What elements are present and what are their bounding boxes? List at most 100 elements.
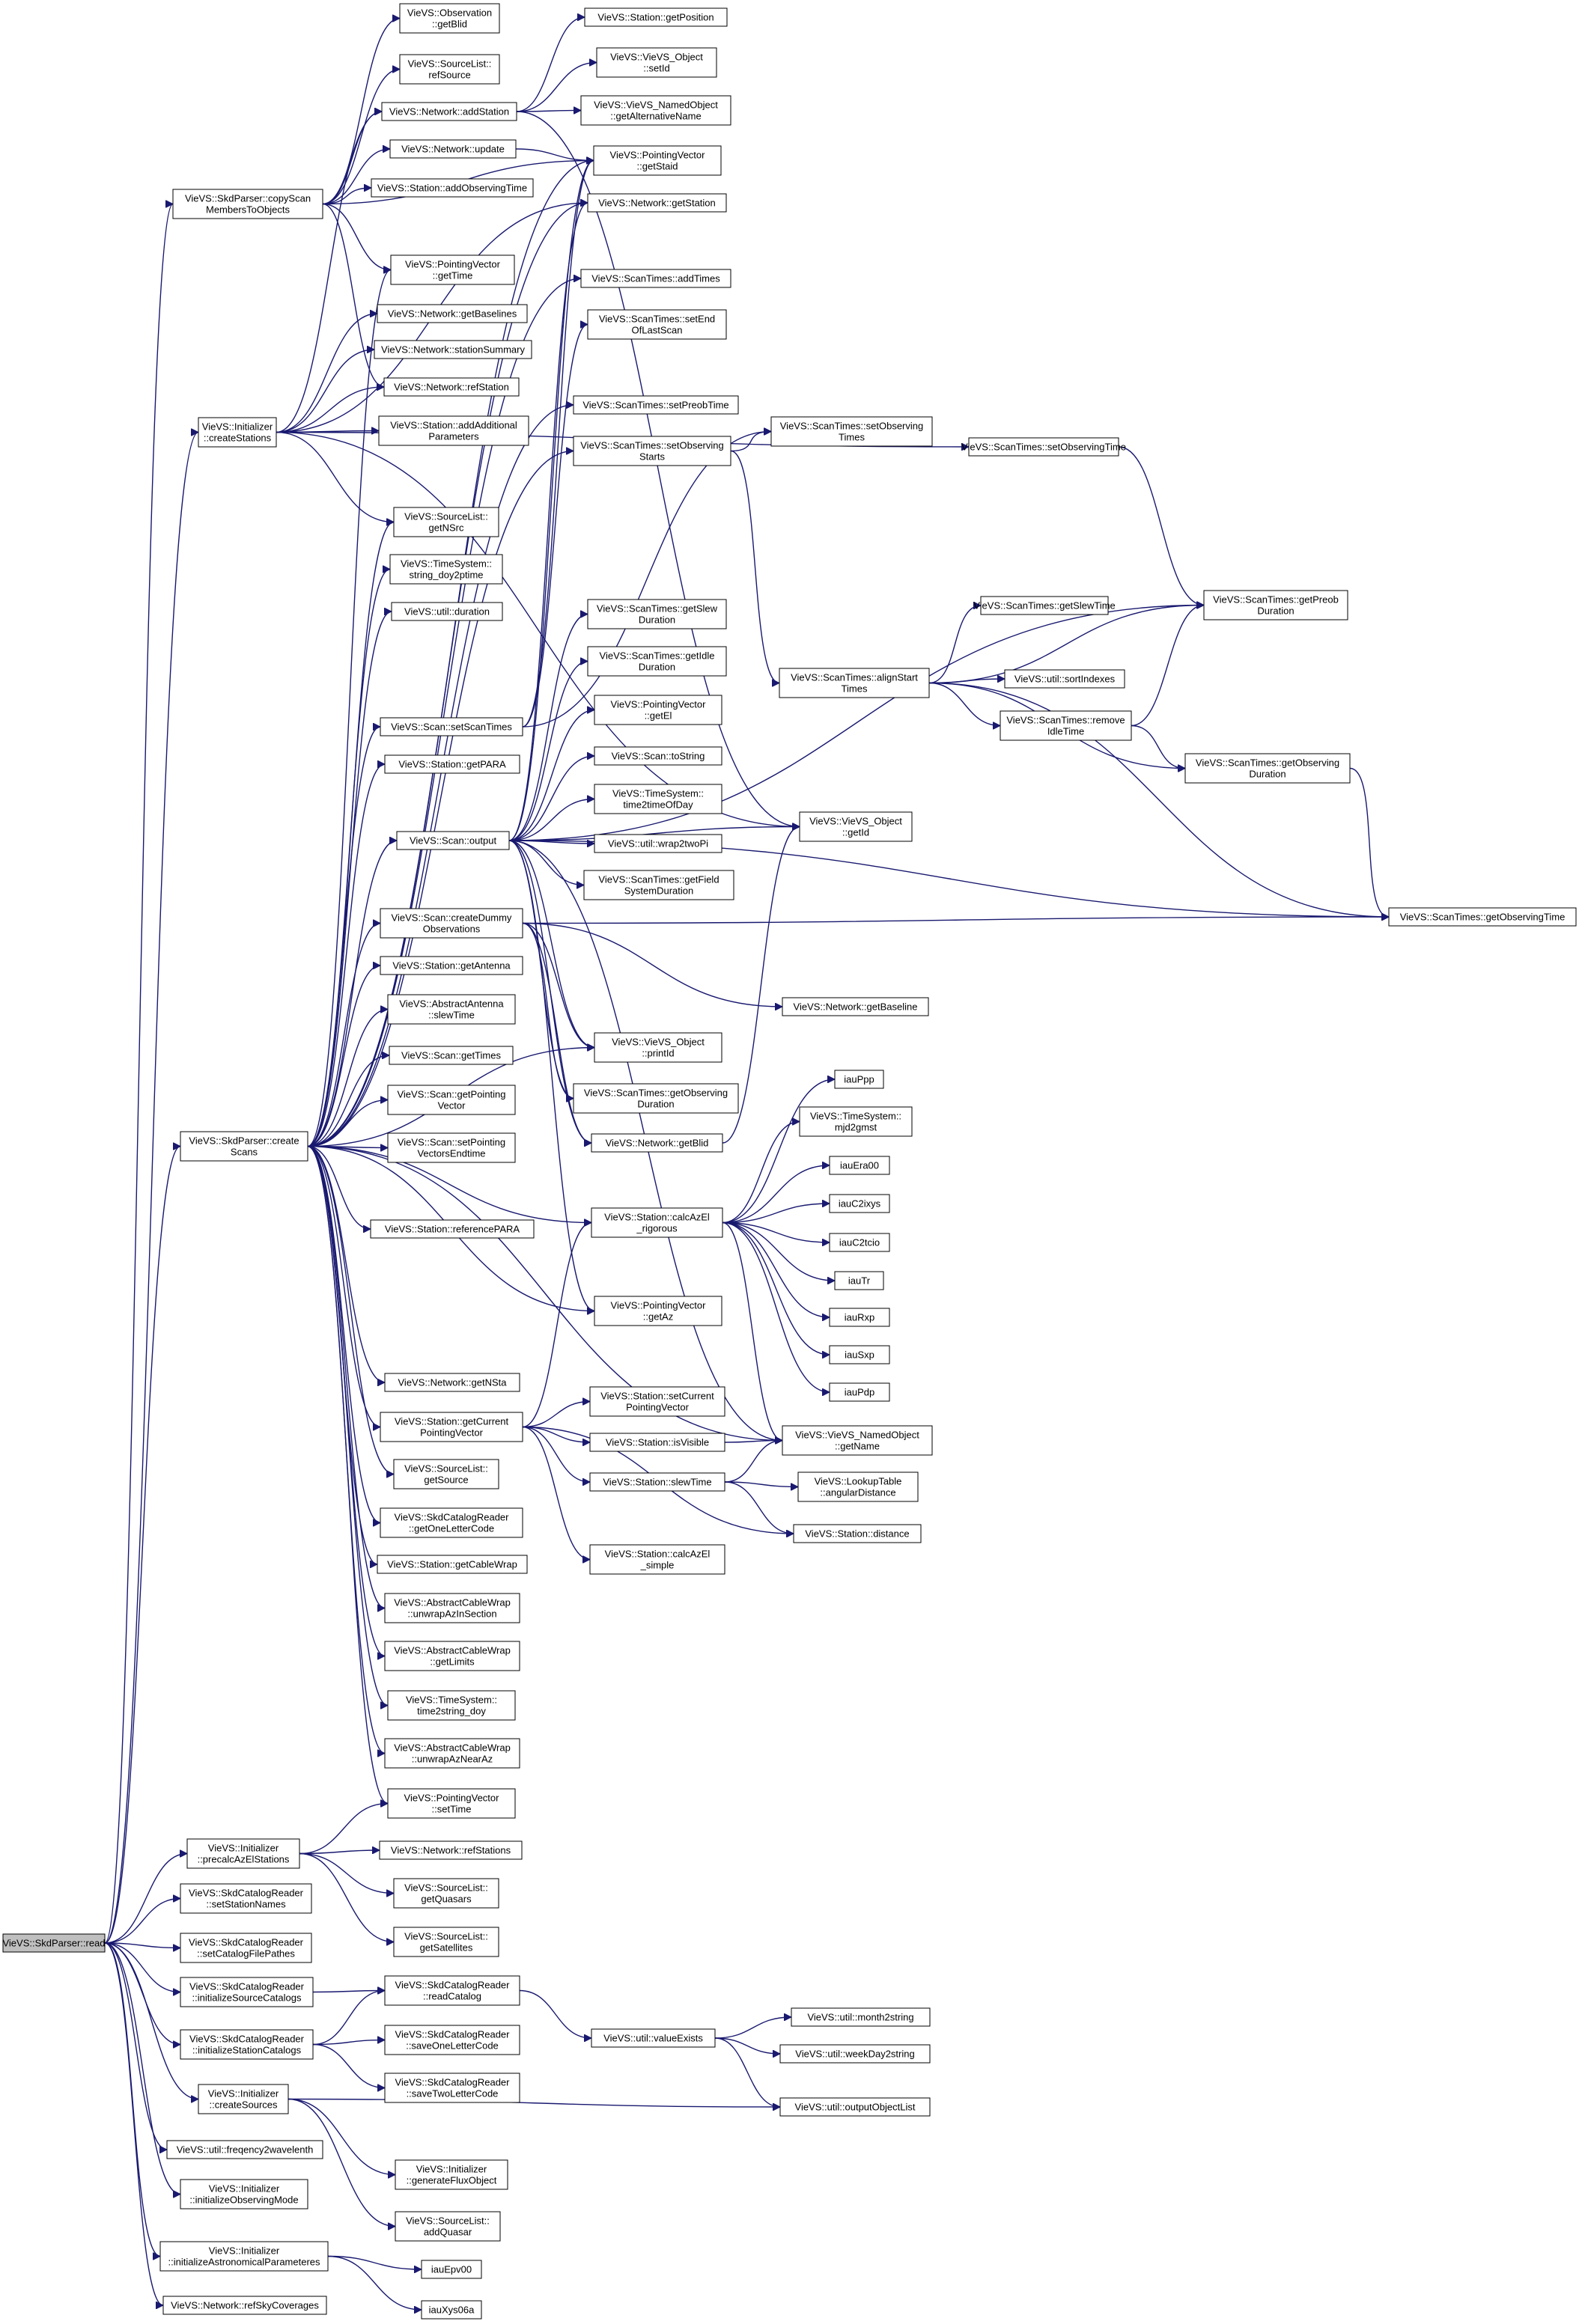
node-stAddTimes[interactable]: VieVS::ScanTimes::addTimes xyxy=(580,269,731,288)
node-netRefStation[interactable]: VieVS::Network::refStation xyxy=(383,377,520,397)
node-acwUnwrapInSection[interactable]: VieVS::AbstractCableWrap::unwrapAzInSect… xyxy=(384,1593,520,1623)
node-pvGetTime[interactable]: VieVS::PointingVector::getTime xyxy=(390,254,515,285)
node-netUpdate[interactable]: VieVS::Network::update xyxy=(389,139,517,159)
node-netGetNSta[interactable]: VieVS::Network::getNSta xyxy=(384,1373,520,1392)
node-setStationNames[interactable]: VieVS::SkdCatalogReader::setStationNames xyxy=(180,1883,312,1914)
node-utilSortIndexes[interactable]: VieVS::util::sortIndexes xyxy=(1004,669,1125,689)
node-lutAngDist[interactable]: VieVS::LookupTable::angularDistance xyxy=(797,1471,919,1502)
node-netStationSummary[interactable]: VieVS::Network::stationSummary xyxy=(374,340,532,359)
node-utilValueExists[interactable]: VieVS::util::valueExists xyxy=(591,2028,716,2048)
node-staGetAntenna[interactable]: VieVS::Station::getAntenna xyxy=(380,956,523,975)
node-scanSetScanTimes[interactable]: VieVS::Scan::setScanTimes xyxy=(380,717,523,736)
node-netGetBaseline[interactable]: VieVS::Network::getBaseline xyxy=(782,997,929,1016)
node-srcGetNSrc[interactable]: VieVS::SourceList::getNSrc xyxy=(393,507,499,537)
node-namedGetName[interactable]: VieVS::VieVS_NamedObject::getName xyxy=(782,1425,933,1456)
node-srcGetSource[interactable]: VieVS::SourceList::getSource xyxy=(393,1459,499,1489)
node-utilWeekDay2String[interactable]: VieVS::util::weekDay2string xyxy=(779,2044,931,2064)
node-objGetId[interactable]: VieVS::VieVS_Object::getId xyxy=(799,811,913,842)
node-read[interactable]: VieVS::SkdParser::read xyxy=(2,1933,106,1953)
node-stSetPreob[interactable]: VieVS::ScanTimes::setPreobTime xyxy=(573,395,739,415)
node-iauPpp[interactable]: iauPpp xyxy=(834,1070,884,1089)
node-staGetPosition[interactable]: VieVS::Station::getPosition xyxy=(584,7,728,27)
node-catSaveOne[interactable]: VieVS::SkdCatalogReader::saveOneLetterCo… xyxy=(384,2025,520,2055)
node-stGetObsTime[interactable]: VieVS::ScanTimes::getObservingTime xyxy=(1388,907,1577,927)
node-staRefPARA[interactable]: VieVS::Station::referencePARA xyxy=(370,1219,535,1239)
node-netGetBlid[interactable]: VieVS::Network::getBlid xyxy=(591,1133,723,1153)
node-iauXys06a[interactable]: iauXys06a xyxy=(421,2300,482,2320)
node-srcGetSatellites[interactable]: VieVS::SourceList::getSatellites xyxy=(393,1927,499,1957)
node-initAstro[interactable]: VieVS::Initializer::initializeAstronomic… xyxy=(159,2241,329,2272)
node-staDistance[interactable]: VieVS::Station::distance xyxy=(793,1524,922,1543)
node-initGenFlux[interactable]: VieVS::Initializer::generateFluxObject xyxy=(395,2159,508,2190)
node-stSetObsTime[interactable]: VieVS::ScanTimes::setObservingTime xyxy=(961,437,1126,457)
node-utilDuration[interactable]: VieVS::util::duration xyxy=(391,602,503,621)
node-utilWrap2Pi[interactable]: VieVS::util::wrap2twoPi xyxy=(594,834,722,853)
node-pvGetEl[interactable]: VieVS::PointingVector::getEl xyxy=(594,695,722,725)
node-iauEra00[interactable]: iauEra00 xyxy=(829,1156,890,1175)
node-catGetOneLetter[interactable]: VieVS::SkdCatalogReader::getOneLetterCod… xyxy=(380,1507,523,1538)
node-precalc[interactable]: VieVS::Initializer::precalcAzElStations xyxy=(186,1838,300,1869)
node-staSlewTime[interactable]: VieVS::Station::slewTime xyxy=(589,1472,725,1492)
node-staCalcAzElRig[interactable]: VieVS::Station::calcAzEl_rigorous xyxy=(591,1207,723,1238)
node-utilMonth2String[interactable]: VieVS::util::month2string xyxy=(791,2007,931,2027)
node-acwUnwrapNearAz[interactable]: VieVS::AbstractCableWrap::unwrapAzNearAz xyxy=(384,1738,520,1769)
node-tsTime2stringDoy[interactable]: VieVS::TimeSystem::time2string_doy xyxy=(387,1690,516,1721)
node-absAntSlewTime[interactable]: VieVS::AbstractAntenna::slewTime xyxy=(387,994,516,1025)
node-obsGetBlid[interactable]: VieVS::Observation::getBlid xyxy=(399,3,500,34)
node-netGetStation[interactable]: VieVS::Network::getStation xyxy=(587,193,727,213)
node-objSetId[interactable]: VieVS::VieVS_Object::setId xyxy=(596,47,717,78)
node-objPrintId[interactable]: VieVS::VieVS_Object::printId xyxy=(594,1032,722,1063)
node-utilOutputObjList[interactable]: VieVS::util::outputObjectList xyxy=(779,2097,931,2117)
node-tsStringDoy2ptime[interactable]: VieVS::TimeSystem::string_doy2ptime xyxy=(389,554,503,585)
node-iauRxp[interactable]: iauRxp xyxy=(829,1308,890,1327)
node-staGetPARA[interactable]: VieVS::Station::getPARA xyxy=(384,754,520,774)
node-iauSxp[interactable]: iauSxp xyxy=(829,1345,890,1364)
node-pvGetAz[interactable]: VieVS::PointingVector::getAz xyxy=(594,1296,722,1326)
node-setCatalogFile[interactable]: VieVS::SkdCatalogReader::setCatalogFileP… xyxy=(180,1933,312,1963)
node-initSrcCat[interactable]: VieVS::SkdCatalogReader::initializeSourc… xyxy=(180,1977,314,2007)
node-iauPdp[interactable]: iauPdp xyxy=(829,1382,890,1402)
node-staIsVisible[interactable]: VieVS::Station::isVisible xyxy=(589,1433,725,1452)
node-netAddStation[interactable]: VieVS::Network::addStation xyxy=(381,102,517,121)
node-scanOutput[interactable]: VieVS::Scan::output xyxy=(396,831,510,850)
node-pvGetStaid[interactable]: VieVS::PointingVector::getStaid xyxy=(593,145,722,176)
node-refSkyCov[interactable]: VieVS::Network::refSkyCoverages xyxy=(162,2296,327,2315)
node-staGetCableWrap[interactable]: VieVS::Station::getCableWrap xyxy=(377,1555,528,1574)
node-srcAddQuasar[interactable]: VieVS::SourceList::addQuasar xyxy=(395,2211,501,2242)
node-staCalcAzElSimple[interactable]: VieVS::Station::calcAzEl_simple xyxy=(589,1544,725,1575)
node-tsMjd2gmst[interactable]: VieVS::TimeSystem::mjd2gmst xyxy=(799,1106,913,1137)
node-scanToString[interactable]: VieVS::Scan::toString xyxy=(594,746,722,766)
node-netRefStations[interactable]: VieVS::Network::refStations xyxy=(379,1840,523,1860)
node-namedGetAlt[interactable]: VieVS::VieVS_NamedObject::getAlternative… xyxy=(580,95,731,126)
node-iauC2tcio[interactable]: iauC2tcio xyxy=(829,1233,890,1252)
node-iauTr[interactable]: iauTr xyxy=(834,1271,884,1290)
node-acwGetLimits[interactable]: VieVS::AbstractCableWrap::getLimits xyxy=(384,1641,520,1671)
node-initObsMode[interactable]: VieVS::Initializer::initializeObservingM… xyxy=(180,2179,308,2209)
node-scanGetTimes[interactable]: VieVS::Scan::getTimes xyxy=(389,1046,514,1065)
node-catReadCatalog[interactable]: VieVS::SkdCatalogReader::readCatalog xyxy=(384,1975,520,2006)
node-iauEpv00[interactable]: iauEpv00 xyxy=(421,2260,482,2279)
node-stGetSlewTime[interactable]: VieVS::ScanTimes::getSlewTime xyxy=(973,596,1116,615)
node-tsTime2timeOfDay[interactable]: VieVS::TimeSystem::time2timeOfDay xyxy=(594,784,722,814)
node-createStations[interactable]: VieVS::Initializer::createStations xyxy=(198,417,277,448)
node-iauC2ixys[interactable]: iauC2ixys xyxy=(829,1194,890,1213)
node-createSources[interactable]: VieVS::Initializer::createSources xyxy=(198,2084,289,2114)
node-catSaveTwo[interactable]: VieVS::SkdCatalogReader::saveTwoLetterCo… xyxy=(384,2073,520,2103)
